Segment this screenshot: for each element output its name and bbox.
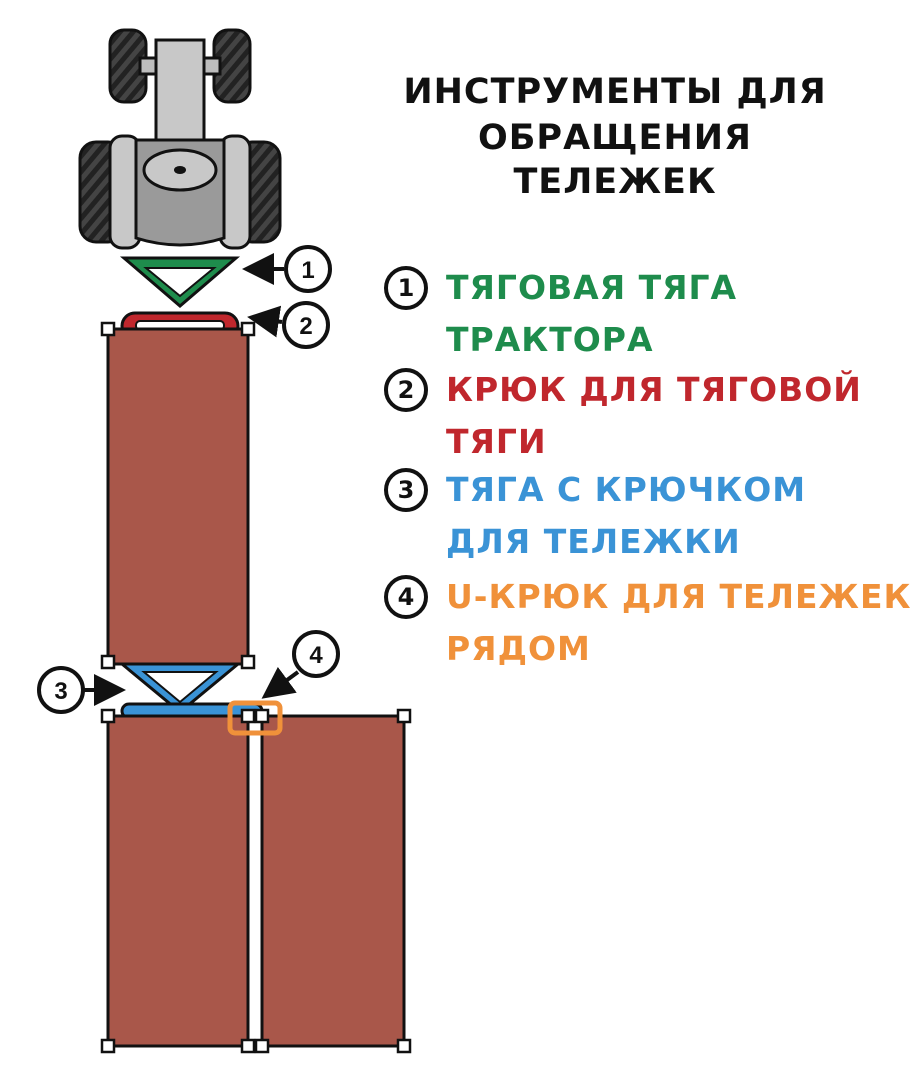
cart-rear-right bbox=[254, 708, 412, 1054]
callout-3: 3 bbox=[37, 666, 126, 714]
legend-number-3: 3 bbox=[384, 468, 428, 512]
title-line-2: ОБРАЩЕНИЯ ТЕЛЕЖЕК bbox=[477, 118, 752, 202]
legend-label-3-line1: ТЯГА С КРЮЧКОМ bbox=[446, 470, 807, 509]
legend-label-1-line2: ТРАКТОРА bbox=[446, 320, 654, 359]
callout-4-number: 4 bbox=[309, 642, 323, 669]
legend-label-3: ТЯГА С КРЮЧКОМ ДЛЯ ТЕЛЕЖКИ bbox=[446, 464, 806, 568]
u-hook bbox=[227, 700, 283, 736]
cart-corner bbox=[100, 708, 116, 724]
cart-corner bbox=[100, 1038, 116, 1054]
legend-label-2: КРЮК ДЛЯ ТЯГОВОЙ ТЯГИ bbox=[446, 364, 862, 468]
legend-label-1: ТЯГОВАЯ ТЯГА ТРАКТОРА bbox=[446, 262, 737, 366]
cart-corner bbox=[396, 708, 412, 724]
cart-corner bbox=[396, 1038, 412, 1054]
legend-label-4-line1: U-КРЮК ДЛЯ ТЕЛЕЖЕК bbox=[446, 577, 910, 616]
callout-1-number: 1 bbox=[301, 257, 314, 284]
callout-3-number: 3 bbox=[54, 678, 67, 705]
cart-corner bbox=[240, 708, 256, 724]
cart-corner bbox=[240, 1038, 256, 1054]
legend-label-4-line2: РЯДОМ bbox=[446, 629, 591, 668]
tractor bbox=[78, 28, 282, 250]
callout-2: 2 bbox=[247, 301, 330, 349]
cart-corner bbox=[100, 654, 116, 670]
tractor-seat-center bbox=[174, 166, 186, 174]
legend-number-1: 1 bbox=[384, 266, 428, 310]
callout-1: 1 bbox=[242, 245, 332, 293]
legend-label-3-line2: ДЛЯ ТЕЛЕЖКИ bbox=[446, 522, 741, 561]
legend-label-2-line2: ТЯГИ bbox=[446, 422, 547, 461]
legend-label-4: U-КРЮК ДЛЯ ТЕЛЕЖЕК РЯДОМ bbox=[446, 571, 910, 675]
legend-number-4: 4 bbox=[384, 575, 428, 619]
cart-corner bbox=[254, 1038, 270, 1054]
cart-corner bbox=[100, 321, 116, 337]
cart-corner bbox=[254, 708, 270, 724]
tractor-drawbar bbox=[119, 256, 241, 308]
legend-number-2: 2 bbox=[384, 368, 428, 412]
legend-label-2-line1: КРЮК ДЛЯ ТЯГОВОЙ bbox=[446, 370, 862, 409]
legend-label-1-line1: ТЯГОВАЯ ТЯГА bbox=[446, 268, 738, 307]
callout-4: 4 bbox=[261, 630, 340, 699]
cart-front bbox=[100, 321, 256, 670]
title-line-1: ИНСТРУМЕНТЫ ДЛЯ bbox=[403, 72, 827, 112]
callout-2-number: 2 bbox=[299, 313, 312, 340]
cart-corner bbox=[240, 654, 256, 670]
cart-corner bbox=[240, 321, 256, 337]
cart-rear-left bbox=[100, 708, 256, 1054]
